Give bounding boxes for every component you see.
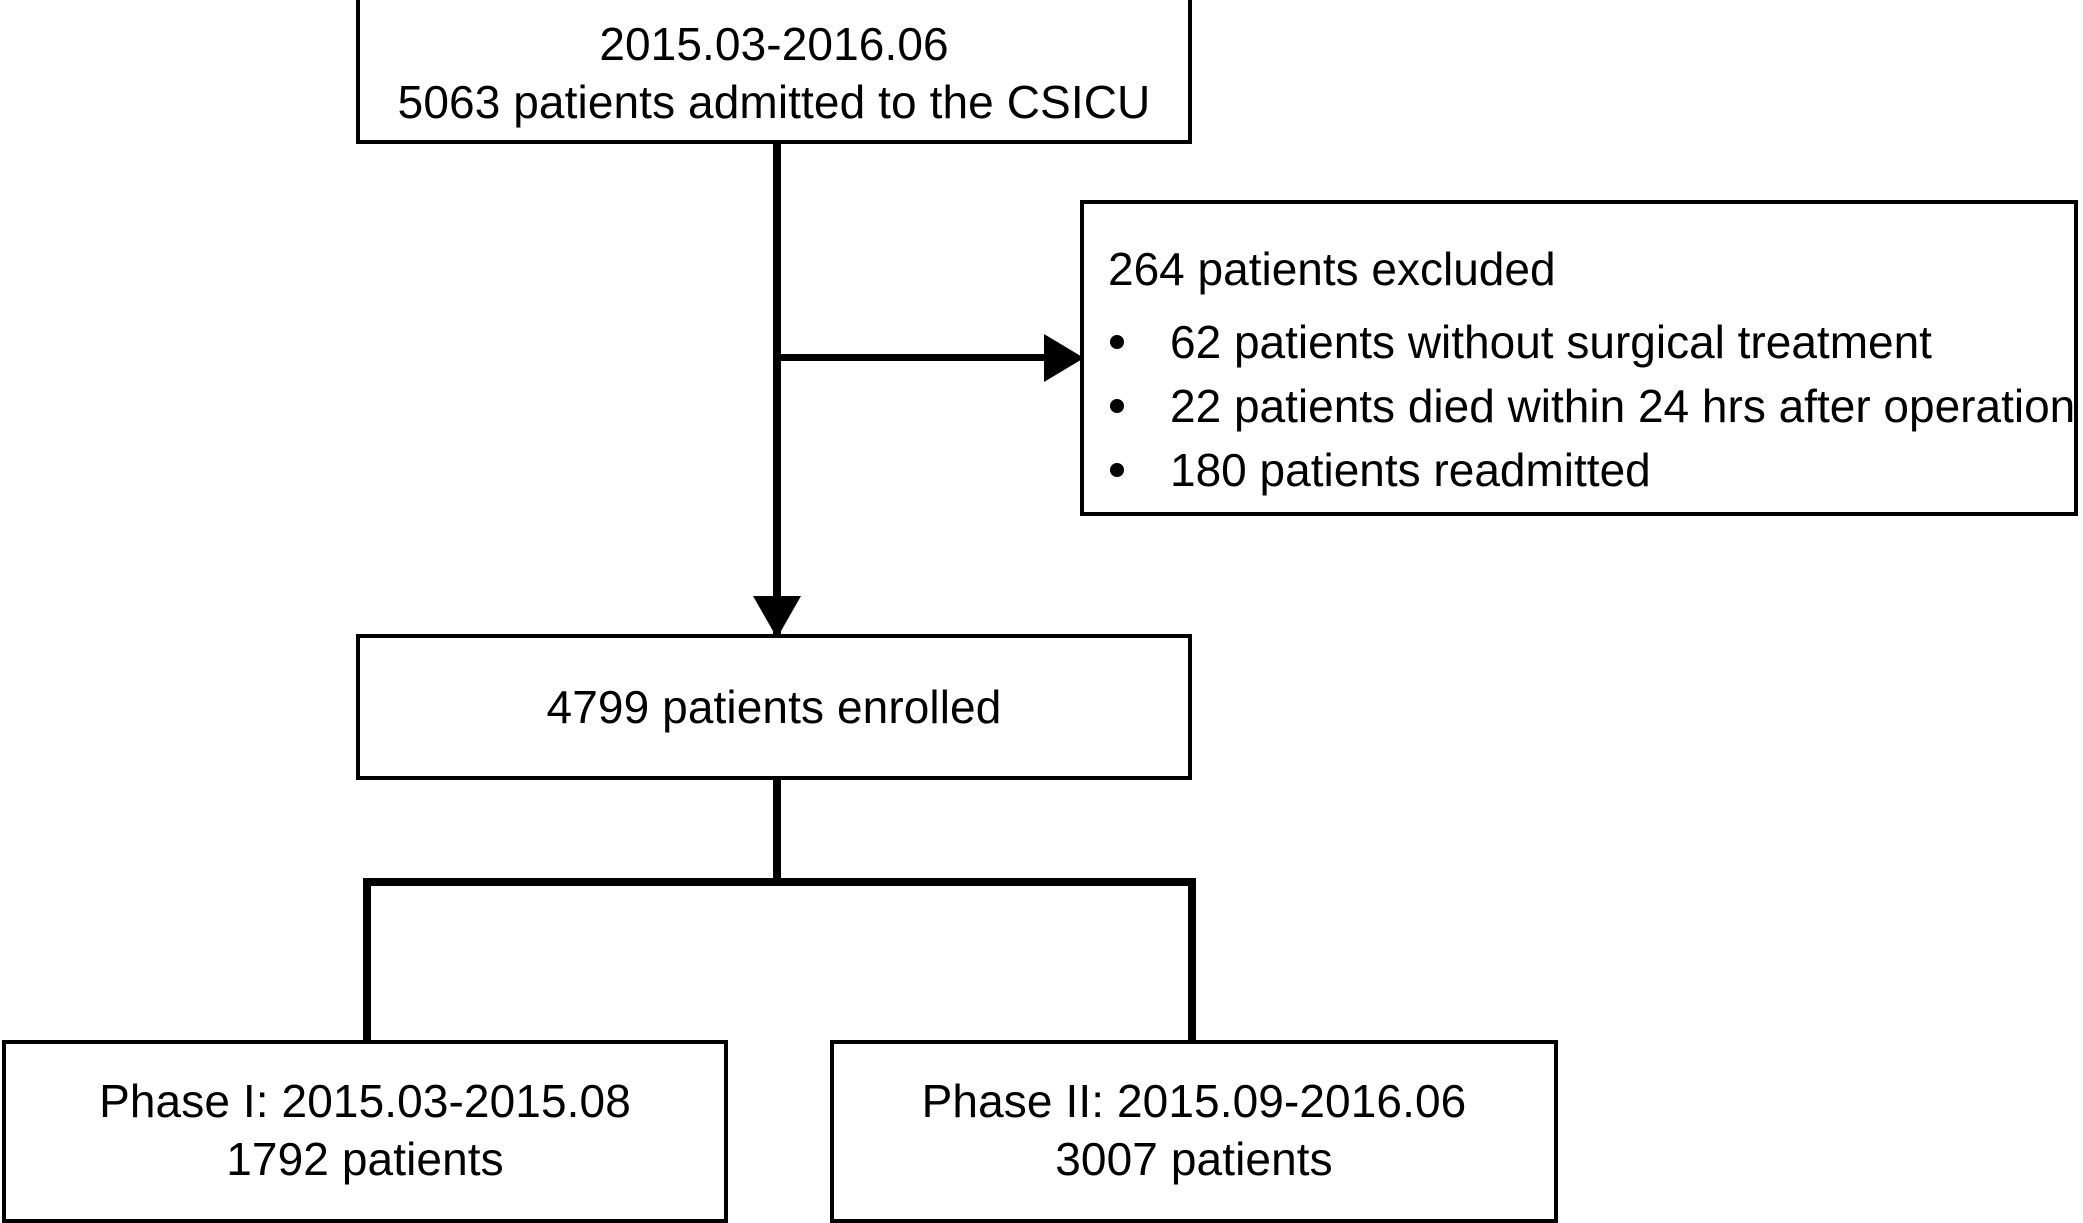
node-phase-1: Phase I: 2015.03-2015.08 1792 patients [2,1040,728,1223]
source-period: 2015.03-2016.06 [599,18,949,70]
phase-1-title: Phase I: 2015.03-2015.08 [99,1074,631,1127]
phase-2-title: Phase II: 2015.09-2016.06 [921,1074,1467,1127]
connector-to-phase-1 [363,878,371,1044]
node-source-population: 2015.03-2016.06 5063 patients admitted t… [356,0,1192,144]
phase-2-count: 3007 patients [1055,1132,1333,1185]
bullet-icon [1110,335,1124,349]
connector-enrolled-stem [773,776,781,886]
enrolled-label: 4799 patients enrolled [546,681,1002,733]
excluded-reason-label: 180 patients readmitted [1170,444,1651,496]
node-excluded: 264 patients excluded 62 patients withou… [1080,200,2078,516]
list-item: 180 patients readmitted [1084,438,2074,502]
bullet-icon [1110,463,1124,477]
source-count: 5063 patients admitted to the CSICU [397,76,1151,128]
excluded-reason-label: 22 patients died within 24 hrs after ope… [1170,380,2076,432]
node-phase-2: Phase II: 2015.09-2016.06 3007 patients [830,1040,1558,1223]
excluded-reason-list: 62 patients without surgical treatment 2… [1084,310,2076,502]
bullet-icon [1110,399,1124,413]
connector-to-excluded [777,354,1053,361]
arrowhead-right-icon [1044,334,1084,382]
arrowhead-down-icon [753,596,801,638]
connector-source-to-enrolled [773,144,781,640]
list-item: 22 patients died within 24 hrs after ope… [1084,374,2076,438]
phase-1-count: 1792 patients [226,1132,504,1185]
node-enrolled: 4799 patients enrolled [356,634,1192,780]
list-item: 62 patients without surgical treatment [1084,310,2074,374]
connector-split-bar [363,878,1196,886]
excluded-heading: 264 patients excluded [1108,243,1556,295]
connector-to-phase-2 [1188,878,1196,1044]
excluded-reason-label: 62 patients without surgical treatment [1170,316,1932,368]
